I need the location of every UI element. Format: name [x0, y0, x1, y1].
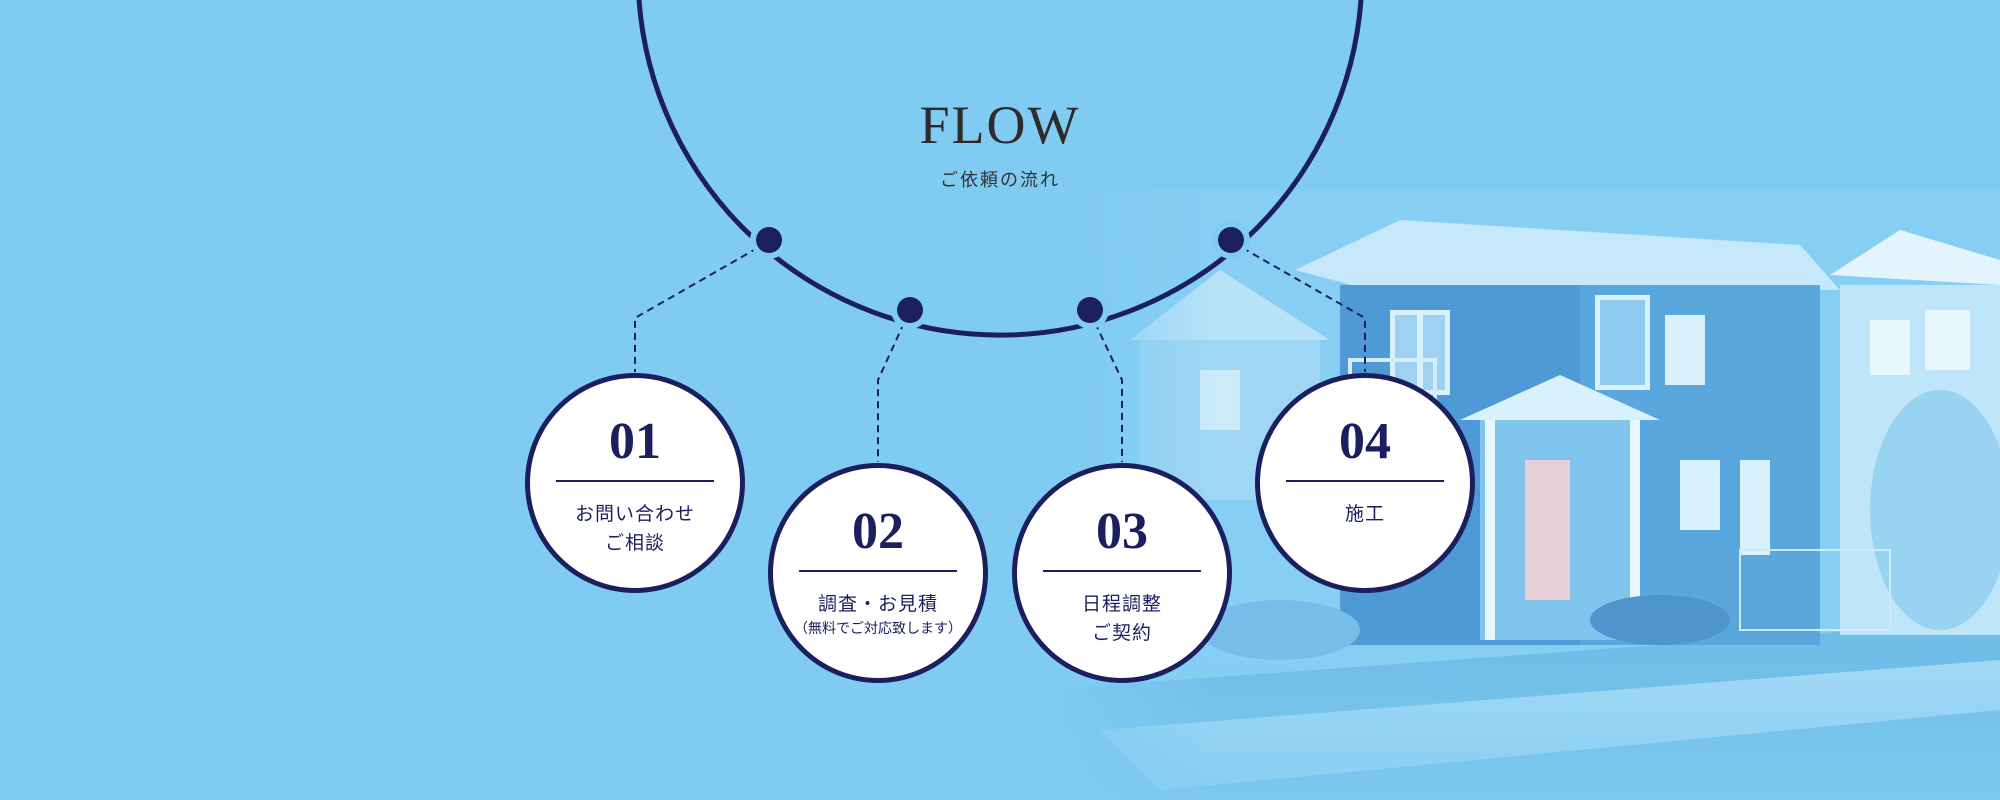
step-divider [1043, 570, 1201, 572]
step-label: 日程調整 [1081, 593, 1162, 615]
arc-dot-01 [756, 227, 782, 253]
step-divider [1286, 480, 1444, 482]
flow-step-03: 03 日程調整 ご契約 [1012, 463, 1232, 683]
step-sublabel: （無料でご対応致します） [794, 620, 962, 637]
arc-dot-03 [1077, 297, 1103, 323]
step-number: 03 [1096, 503, 1148, 560]
flow-step-02: 02 調査・お見積 （無料でご対応致します） [768, 463, 988, 683]
step-label: 施工 [1344, 503, 1385, 525]
step-label: お問い合わせ [574, 503, 695, 525]
flow-step-01: 01 お問い合わせ ご相談 [525, 373, 745, 593]
connector-02 [877, 311, 910, 462]
step-number: 04 [1339, 413, 1391, 470]
step-divider [799, 570, 957, 572]
connector-03 [1089, 311, 1123, 462]
connector-01 [634, 241, 769, 372]
step-sublabel: ご契約 [1091, 621, 1152, 644]
arc-dot-04 [1218, 227, 1244, 253]
section-heading: FLOW ご依頼の流れ [900, 98, 1100, 192]
step-label: 調査・お見積 [817, 593, 938, 615]
section-title: FLOW [919, 95, 1081, 155]
connector-04 [1231, 241, 1366, 372]
step-number: 01 [609, 413, 661, 470]
step-divider [556, 480, 714, 482]
flow-arc [636, 0, 1364, 338]
arc-dot-02 [897, 297, 923, 323]
step-number: 02 [852, 503, 904, 560]
section-subtitle: ご依頼の流れ [940, 170, 1060, 191]
flow-step-04: 04 施工 [1255, 373, 1475, 593]
step-sublabel: ご相談 [604, 531, 665, 554]
